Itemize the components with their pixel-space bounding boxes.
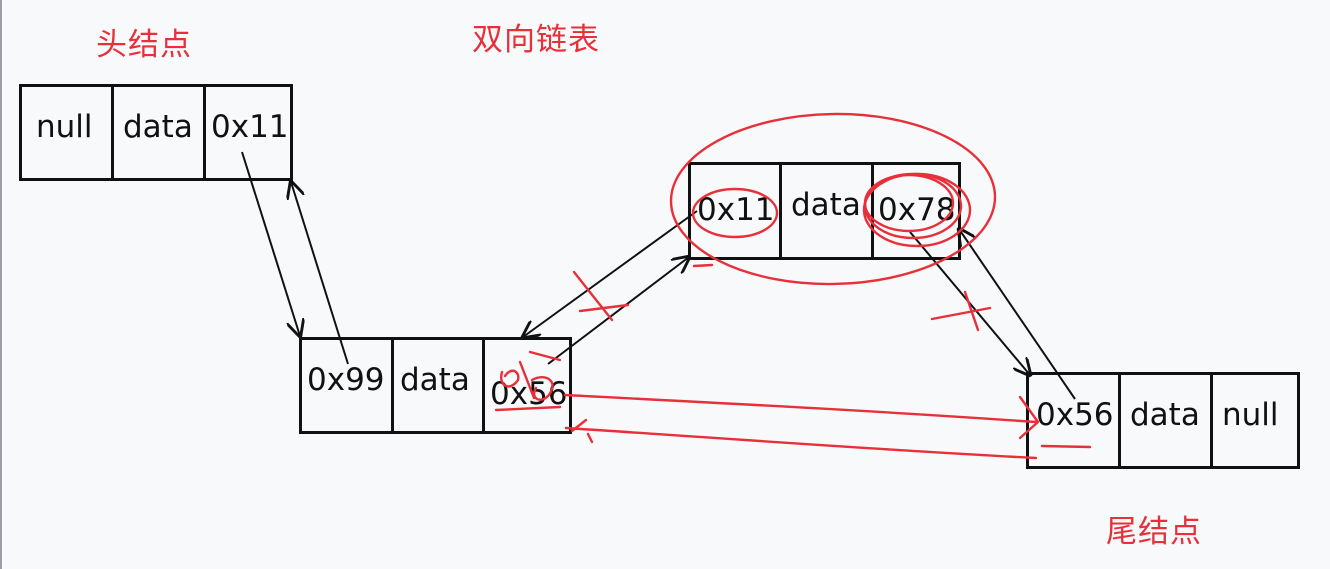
head-node-data: data [114,87,206,178]
underline-inserted-node [692,263,714,268]
middle-node-data: data [394,340,485,431]
middle-node-prev: 0x99 [302,340,394,431]
tail-node-data: data [1121,375,1213,466]
head-node-prev: null [22,87,114,178]
head-node: null data 0x11 [19,84,293,181]
left-border [0,0,2,569]
inserted-node-prev: 0x11 [691,165,782,257]
diagram-title: 双向链表 [472,22,600,58]
arrow-inserted-to-middle [523,210,698,337]
tail-node: 0x56 data null [1026,372,1300,469]
tail-node-next: null [1222,397,1279,433]
inserted-node-data: data [782,165,874,257]
redline-tail-to-middle-arrowhead [570,418,594,444]
cross-mark-left [572,270,630,322]
head-node-next: 0x11 [211,109,289,145]
tail-node-prev: 0x56 [1029,375,1121,466]
middle-node: 0x99 data 0x56 [299,337,572,434]
inserted-node: 0x11 data 0x78 [688,162,961,260]
tail-node-label: 尾结点 [1106,514,1202,550]
head-node-label: 头结点 [96,27,192,63]
redline-tail-to-middle [564,426,1038,460]
inserted-node-next: 0x78 [878,192,956,228]
redline-middle-to-tail [563,393,1038,424]
middle-node-next: 0x56 [490,376,568,412]
cross-mark-right [930,290,992,332]
